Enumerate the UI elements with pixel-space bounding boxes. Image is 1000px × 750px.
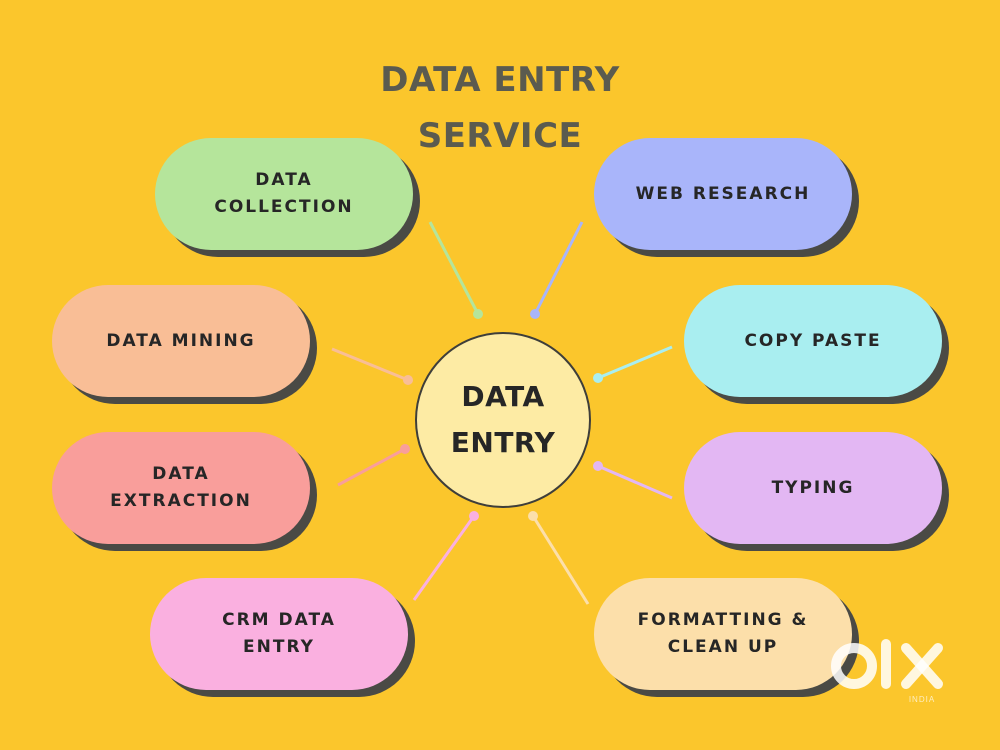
olx-logo-o-mark bbox=[831, 643, 877, 689]
node-label-data-extraction: DATA EXTRACTION bbox=[110, 464, 252, 511]
diagram-title-line-1: DATA ENTRY bbox=[380, 60, 620, 100]
node-data-collection: DATA COLLECTION bbox=[155, 138, 413, 250]
connector-dot-web-research bbox=[530, 309, 540, 319]
connector-dot-data-collection bbox=[473, 309, 483, 319]
node-data-extraction: DATA EXTRACTION bbox=[52, 432, 310, 544]
node-label-typing: TYPING bbox=[771, 477, 855, 498]
node-label-copy-paste: COPY PASTE bbox=[744, 330, 882, 351]
connector-dot-formatting-clean-up bbox=[528, 511, 538, 521]
node-copy-paste: COPY PASTE bbox=[684, 285, 942, 397]
node-data-mining: DATA MINING bbox=[52, 285, 310, 397]
connector-dot-data-mining bbox=[403, 375, 413, 385]
node-label-formatting-clean-up: FORMATTING & CLEAN UP bbox=[637, 610, 809, 657]
connector-crm-data-entry bbox=[412, 515, 476, 601]
node-web-research: WEB RESEARCH bbox=[594, 138, 852, 250]
diagram-title: DATA ENTRY SERVICE bbox=[300, 52, 700, 164]
connector-dot-copy-paste bbox=[593, 373, 603, 383]
connector-copy-paste bbox=[597, 345, 673, 380]
node-crm-data-entry: CRM DATA ENTRY bbox=[150, 578, 408, 690]
olx-watermark-logo: INDIA bbox=[831, 639, 943, 704]
olx-logo-x-mark-2 bbox=[901, 643, 943, 689]
connector-data-mining bbox=[331, 347, 409, 382]
connector-dot-crm-data-entry bbox=[469, 511, 479, 521]
node-label-data-collection: DATA COLLECTION bbox=[214, 170, 354, 217]
connector-data-collection bbox=[428, 221, 480, 315]
connector-data-extraction bbox=[337, 447, 406, 487]
connector-dot-typing bbox=[593, 461, 603, 471]
connector-typing bbox=[597, 464, 673, 500]
olx-logo-subtext: INDIA bbox=[909, 695, 935, 704]
hub-circle: DATA ENTRY bbox=[415, 332, 591, 508]
connector-dot-data-extraction bbox=[400, 444, 410, 454]
node-formatting-clean-up: FORMATTING & CLEAN UP bbox=[594, 578, 852, 690]
connector-formatting-clean-up bbox=[531, 515, 590, 605]
node-label-crm-data-entry: CRM DATA ENTRY bbox=[222, 610, 336, 657]
node-label-data-mining: DATA MINING bbox=[106, 330, 256, 351]
diagram-title-line-2: SERVICE bbox=[417, 116, 583, 156]
node-label-web-research: WEB RESEARCH bbox=[635, 183, 811, 204]
hub-label: DATA ENTRY bbox=[450, 380, 556, 459]
connector-web-research bbox=[533, 221, 584, 315]
node-typing: TYPING bbox=[684, 432, 942, 544]
